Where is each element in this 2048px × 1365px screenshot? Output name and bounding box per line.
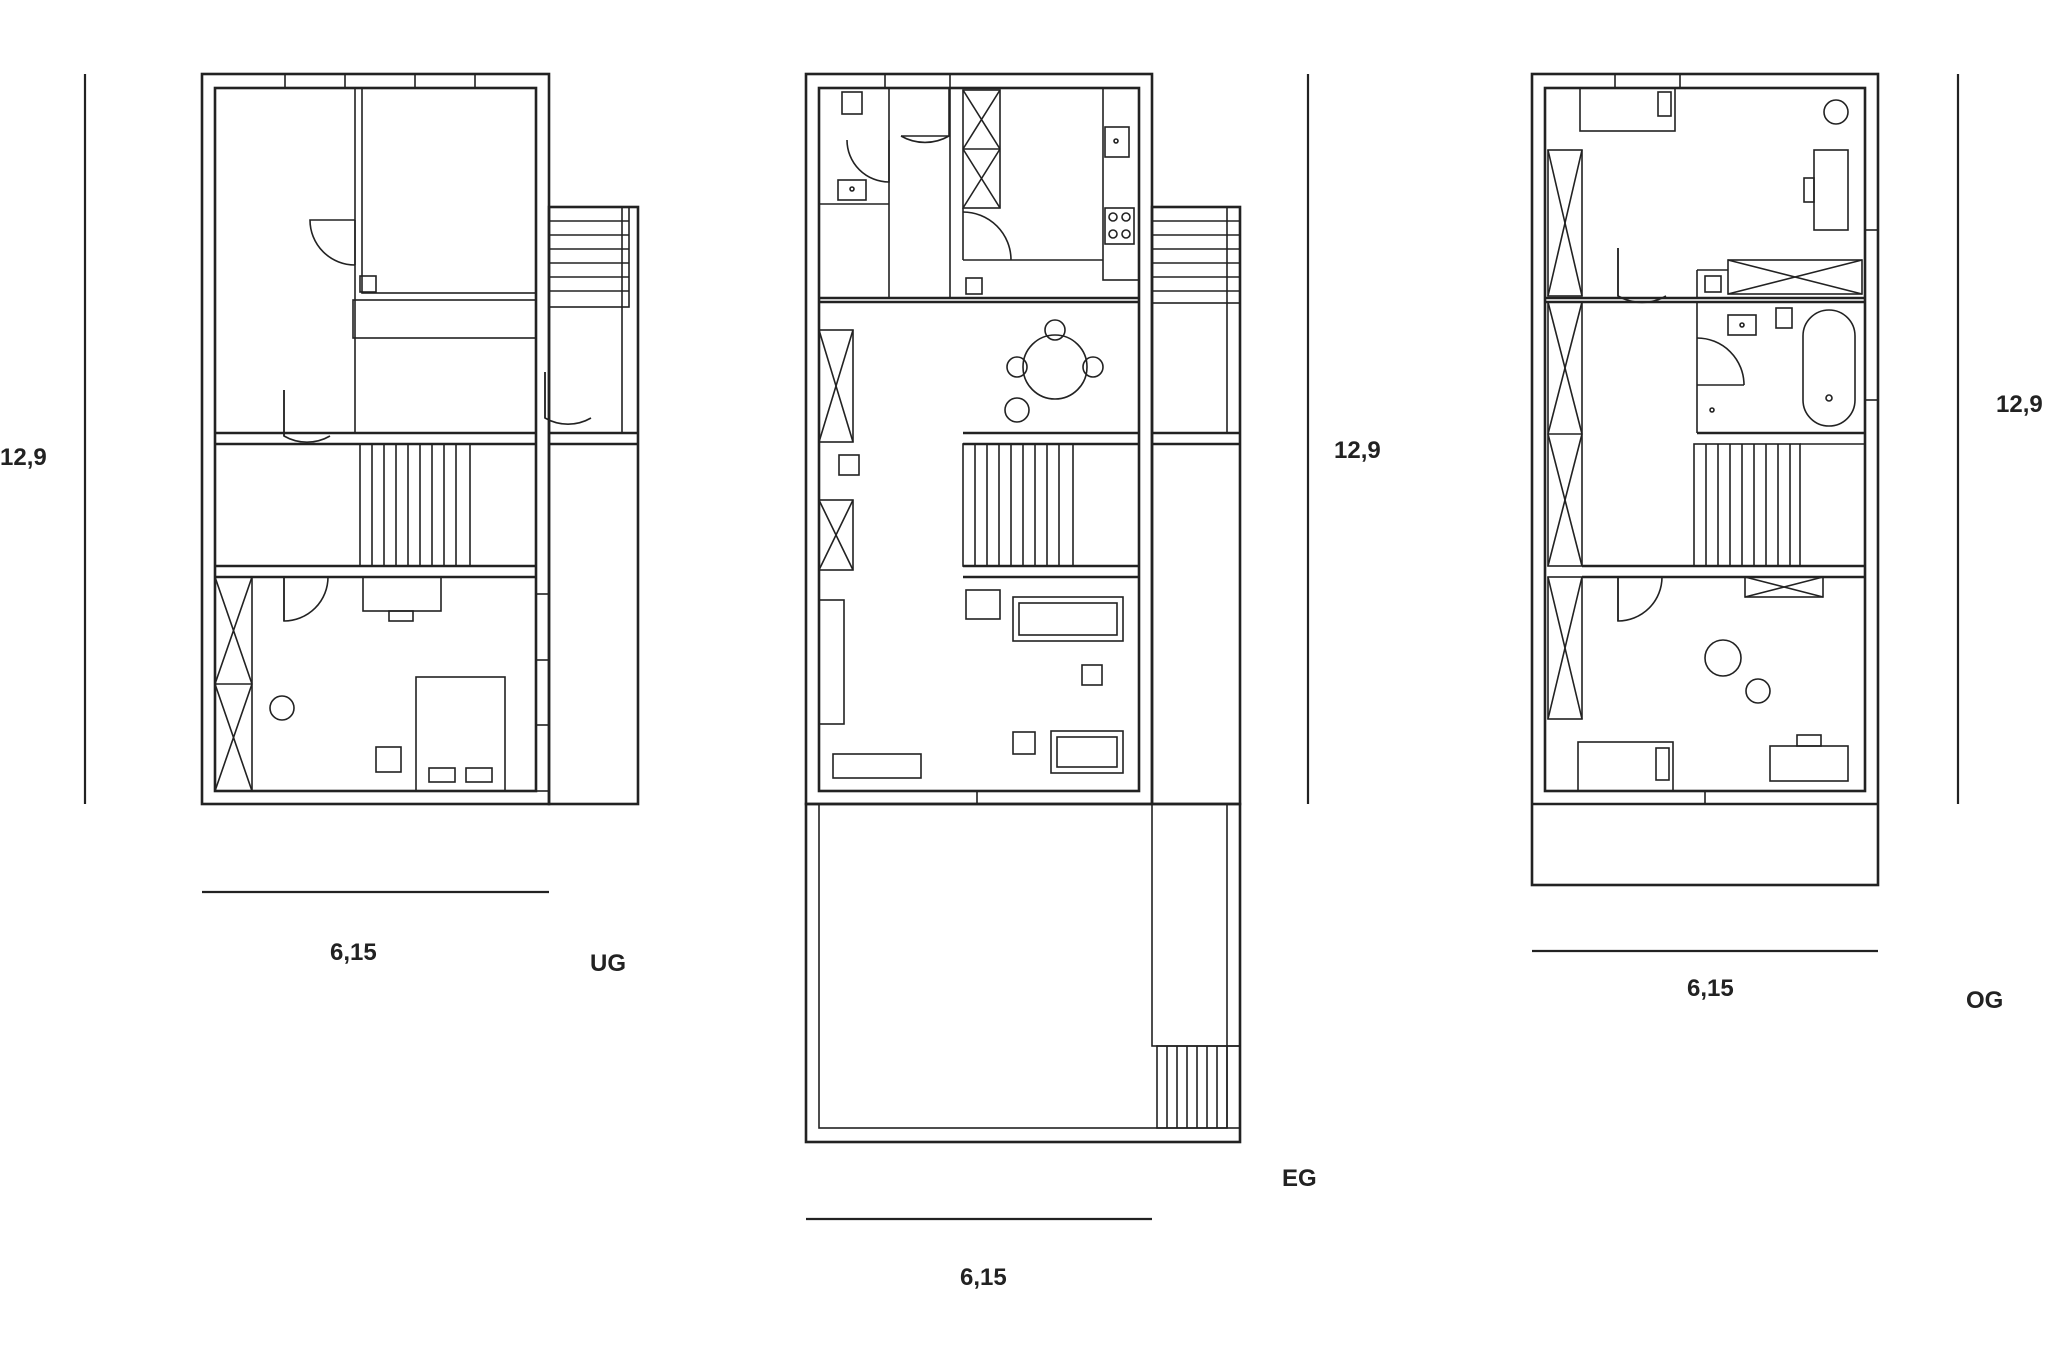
- cabinet-icon: [818, 329, 854, 443]
- floor-label-ug: UG: [590, 950, 626, 977]
- dining-table-icon: [1022, 334, 1088, 400]
- terrace: [804, 802, 1242, 1144]
- cabinet-icon: [1727, 259, 1863, 295]
- sink-icon: [1727, 314, 1757, 336]
- bed-icon: [1579, 87, 1676, 132]
- depth-label-og: 12,9: [1996, 391, 2043, 418]
- column-icon: [1704, 275, 1722, 293]
- shelf-icon: [818, 599, 845, 725]
- stair-eg: [962, 443, 1074, 567]
- stair-ug: [359, 443, 471, 567]
- stool-icon: [375, 746, 402, 773]
- chair-icon: [1044, 319, 1066, 341]
- wardrobe-icon: [535, 593, 550, 792]
- bathtub-icon: [1802, 309, 1856, 427]
- floor-plan-og: 12,9 6,15 OG: [1530, 72, 2043, 1014]
- door-icon: [283, 576, 329, 622]
- wc-room: [818, 87, 890, 299]
- terrace-stair: [1156, 1045, 1241, 1129]
- sideboard-icon: [832, 753, 922, 779]
- chair-icon: [1006, 356, 1028, 378]
- counter: [1102, 87, 1140, 281]
- chair-icon: [1004, 397, 1030, 423]
- column-icon: [965, 277, 983, 295]
- sofa-icon: [1050, 730, 1124, 774]
- door-icon: [309, 219, 356, 266]
- door-icon: [962, 211, 1012, 261]
- sofa-icon: [1012, 596, 1124, 642]
- floor-label-eg: EG: [1282, 1165, 1317, 1192]
- desk-icon: [362, 576, 442, 612]
- desk-icon: [1813, 149, 1849, 231]
- floor-plan-eg: 12,9 6,15 EG: [804, 72, 1381, 1291]
- cabinet-icon: [818, 499, 854, 571]
- width-label-eg: 6,15: [960, 1264, 1007, 1291]
- exterior-stair: [548, 206, 630, 308]
- width-label-og: 6,15: [1687, 975, 1734, 1002]
- depth-label-ug: 12,9: [0, 444, 47, 471]
- door-icon: [900, 88, 950, 144]
- lamp-icon: [1823, 99, 1849, 125]
- wardrobe-icon: [1547, 149, 1583, 297]
- sink-icon: [1104, 126, 1130, 158]
- stove-icon: [1104, 207, 1135, 245]
- depth-label-eg: 12,9: [1334, 437, 1381, 464]
- chair-icon: [1082, 356, 1104, 378]
- desk-icon: [1769, 745, 1849, 782]
- kitchen-room: [949, 87, 1140, 299]
- door-icon: [544, 372, 592, 425]
- door-icon: [1617, 248, 1667, 304]
- door-icon: [1617, 576, 1663, 622]
- floor-label-og: OG: [1966, 987, 2003, 1014]
- sink-icon: [837, 179, 867, 201]
- play-ball-icon: [1745, 678, 1771, 704]
- stair-og: [1693, 443, 1801, 567]
- shelf-icon: [1744, 576, 1824, 598]
- column-icon: [359, 275, 377, 293]
- door-icon: [846, 139, 890, 183]
- door-icon: [1696, 337, 1745, 386]
- toilet-icon: [1775, 307, 1793, 329]
- exterior-stair: [1151, 206, 1241, 304]
- play-ball-icon: [1704, 639, 1742, 677]
- floor-plan-ug: 12,9 6,15 UG: [0, 72, 640, 977]
- armchair-icon: [965, 589, 1001, 620]
- width-label-ug: 6,15: [330, 939, 377, 966]
- door-icon: [283, 390, 331, 443]
- wardrobe-icon: [1547, 576, 1583, 720]
- lamp-icon: [269, 695, 295, 721]
- bed-icon: [415, 676, 506, 792]
- toilet-icon: [841, 91, 863, 115]
- bed-icon: [1577, 741, 1674, 792]
